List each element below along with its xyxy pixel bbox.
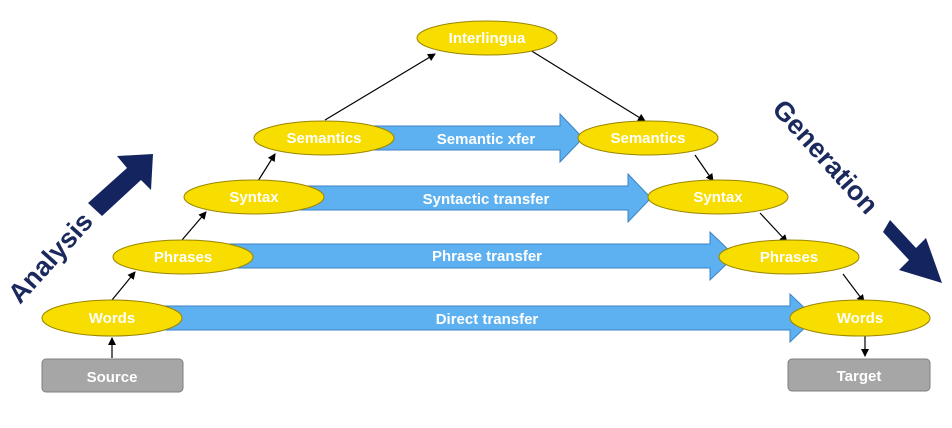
- node-phrases-target: Phrases: [718, 239, 860, 275]
- node-phrases-source-label: Phrases: [154, 249, 212, 266]
- node-syntax-source: Syntax: [183, 179, 325, 215]
- source-box: Source: [41, 358, 184, 393]
- node-words-target: Words: [789, 299, 931, 337]
- semantic-transfer-arrow: Semantic xfer: [349, 112, 584, 164]
- node-words-target-label: Words: [837, 310, 883, 327]
- phrase-transfer-label: Phrase transfer: [432, 248, 542, 265]
- node-semantics-source: Semantics: [253, 120, 395, 156]
- edge-phrases-syntax: [181, 211, 207, 241]
- edge-semantics-syntax: [694, 154, 714, 182]
- node-syntax-target: Syntax: [647, 179, 789, 215]
- source-label: Source: [87, 369, 138, 386]
- target-label: Target: [837, 368, 882, 385]
- node-phrases-target-label: Phrases: [760, 249, 818, 266]
- syntactic-transfer-label: Syntactic transfer: [423, 191, 550, 208]
- edge-interlingua-semantics: [529, 49, 646, 122]
- phrase-transfer-arrow: Phrase transfer: [229, 230, 736, 282]
- target-box: Target: [787, 358, 931, 392]
- node-words-source: Words: [41, 299, 183, 337]
- node-words-source-label: Words: [89, 310, 135, 327]
- node-interlingua-label: Interlingua: [449, 30, 526, 47]
- edges: [108, 49, 869, 358]
- node-phrases-source: Phrases: [112, 239, 254, 275]
- syntactic-transfer-arrow: Syntactic transfer: [299, 172, 652, 224]
- generation-arrow-icon: [883, 220, 942, 283]
- node-semantics-target: Semantics: [577, 120, 719, 156]
- analysis-label: Analysis: [2, 206, 99, 309]
- right-nodes: Semantics Syntax Phrases Words: [577, 120, 931, 337]
- node-syntax-source-label: Syntax: [229, 189, 279, 206]
- node-interlingua: Interlingua: [416, 20, 558, 56]
- edge-syntax-phrases: [759, 212, 788, 243]
- direct-transfer-label: Direct transfer: [436, 311, 539, 328]
- analysis-indicator: Analysis: [2, 154, 153, 309]
- edge-words-phrases: [111, 271, 136, 301]
- node-semantics-source-label: Semantics: [286, 130, 361, 147]
- edge-semantics-interlingua: [324, 53, 436, 121]
- edge-syntax-semantics: [257, 153, 276, 182]
- left-nodes: Words Phrases Syntax Semantics: [41, 120, 395, 337]
- node-semantics-target-label: Semantics: [610, 130, 685, 147]
- transfer-arrows: Direct transfer Phrase transfer Syntacti…: [149, 112, 816, 344]
- analysis-arrow-icon: [88, 154, 153, 216]
- node-syntax-target-label: Syntax: [693, 189, 743, 206]
- direct-transfer-arrow: Direct transfer: [149, 292, 816, 344]
- edge-phrases-words: [842, 273, 865, 303]
- semantic-transfer-label: Semantic xfer: [437, 131, 536, 148]
